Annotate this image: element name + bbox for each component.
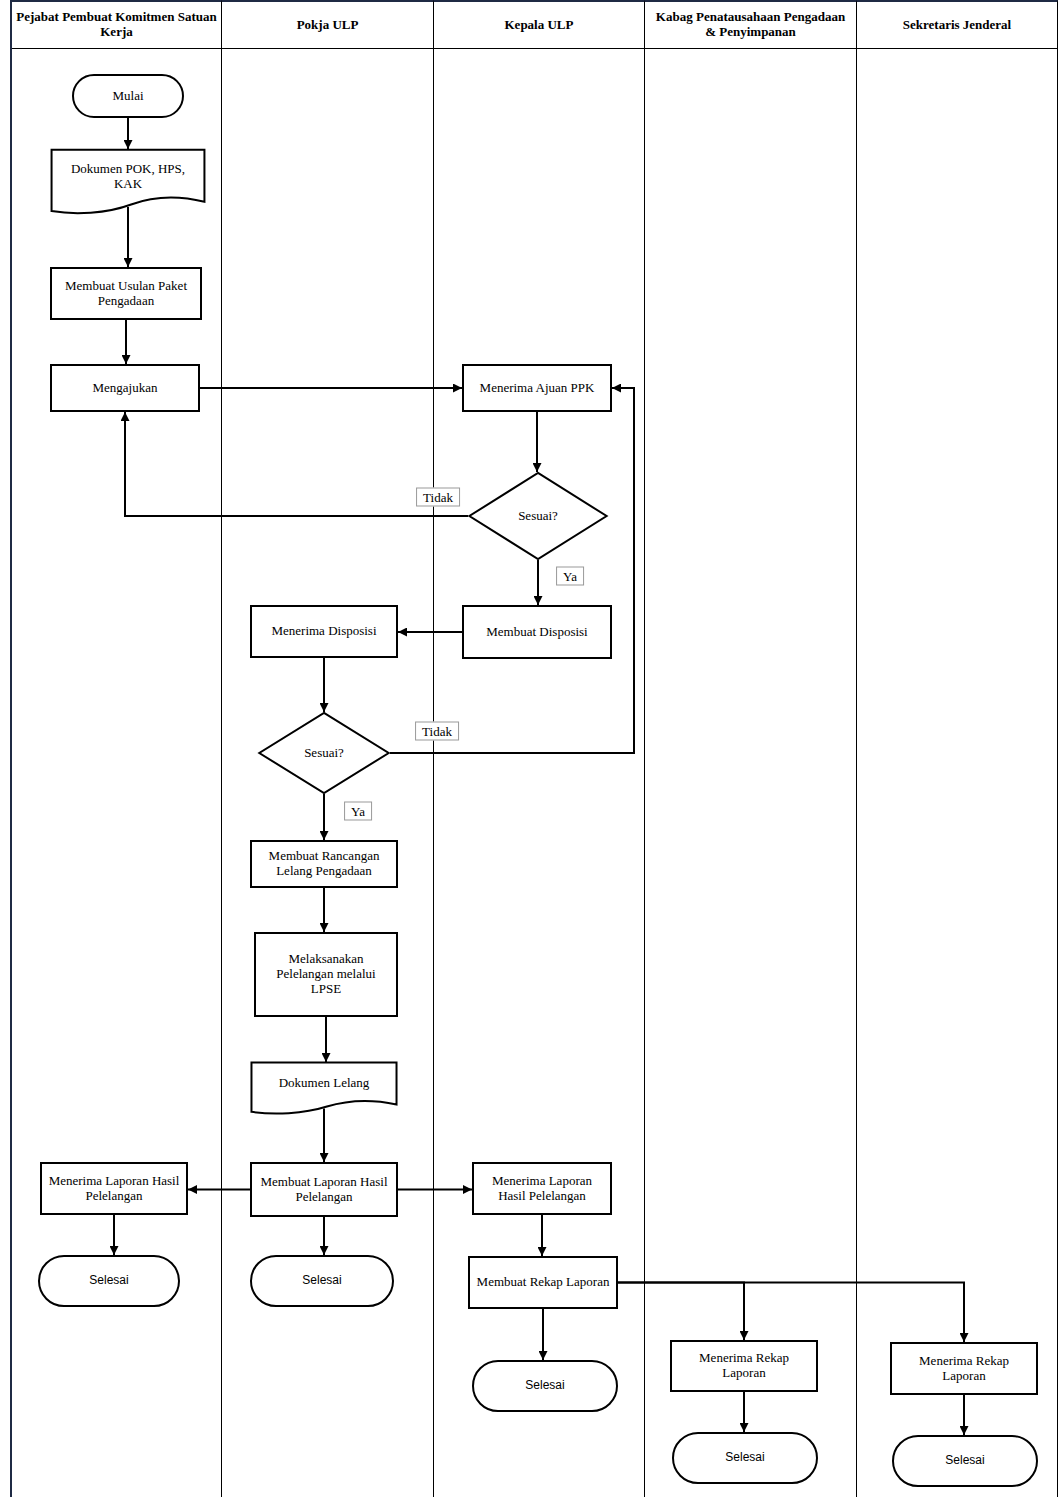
- edge-label: Tidak: [415, 722, 459, 741]
- flow-connector: [125, 412, 468, 516]
- node-text: Selesai: [725, 1451, 764, 1465]
- flow-connector: [390, 388, 634, 753]
- edge-label: Tidak: [416, 488, 460, 507]
- flow-connector: [125, 320, 127, 364]
- terminator: Selesai: [472, 1360, 618, 1412]
- flow-connector: [188, 1189, 250, 1191]
- node-text: Dokumen POK, HPS, KAK: [56, 162, 200, 192]
- document-path: [52, 150, 205, 213]
- edge-label: Ya: [344, 802, 372, 821]
- terminator: Selesai: [672, 1432, 818, 1484]
- node-text: Menerima Laporan Hasil Pelelangan: [48, 1174, 180, 1204]
- flow-connector: [398, 631, 462, 633]
- process-box: Membuat Rancangan Lelang Pengadaan: [250, 840, 398, 888]
- node-text: Mengajukan: [93, 381, 158, 396]
- flow-connector: [398, 1189, 472, 1191]
- node-text: Menerima Disposisi: [271, 624, 376, 639]
- decision-diamond: Sesuai?: [258, 712, 390, 794]
- document-path: [251, 1063, 396, 1114]
- process-box: Menerima Rekap Laporan: [670, 1340, 818, 1392]
- lane-title: Sekretaris Jenderal: [903, 18, 1011, 33]
- node-text: Selesai: [945, 1454, 984, 1468]
- process-box: Menerima Laporan Hasil Pelelangan: [472, 1162, 612, 1215]
- node-text: Menerima Ajuan PPK: [480, 381, 595, 396]
- flow-connector: [200, 387, 462, 389]
- terminator: Selesai: [892, 1435, 1038, 1487]
- flow-connector: [323, 794, 325, 840]
- swimlane: Kabag Penatausahaan Pengadaan & Penyimpa…: [645, 0, 857, 1497]
- swimlane: Kepala ULP Menerima Ajuan PPK Sesuai? Membu…: [434, 0, 645, 1497]
- node-text: Melaksanakan Pelelangan melalui LPSE: [262, 952, 390, 997]
- node-text: Dokumen Lelang: [279, 1076, 370, 1091]
- process-box: Melaksanakan Pelelangan melalui LPSE: [254, 932, 398, 1017]
- terminator: Selesai: [250, 1255, 394, 1307]
- node-text: Menerima Laporan Hasil Pelelangan: [480, 1174, 604, 1204]
- node-text: Sesuai?: [518, 509, 558, 524]
- node-text: Membuat Rancangan Lelang Pengadaan: [258, 849, 390, 879]
- flow-connector: [113, 1215, 115, 1255]
- process-box: Menerima Laporan Hasil Pelelangan: [40, 1162, 188, 1215]
- diamond-path: [259, 713, 388, 793]
- flow-connector: [542, 1309, 544, 1360]
- document-shape: Dokumen POK, HPS, KAK: [50, 149, 206, 215]
- lane-header: Pokja ULP: [222, 2, 433, 49]
- flow-connector: [323, 1109, 325, 1162]
- lane-header: Kepala ULP: [434, 2, 644, 49]
- flow-connector: [323, 658, 325, 712]
- process-box: Menerima Rekap Laporan: [890, 1342, 1038, 1395]
- flow-connector: [618, 1283, 964, 1343]
- lane-header: Sekretaris Jenderal: [857, 2, 1057, 49]
- flow-connector: [963, 1395, 965, 1435]
- swimlane: Pejabat Pembuat Komitmen Satuan KerjaMul…: [10, 0, 222, 1497]
- node-text: Selesai: [525, 1379, 564, 1393]
- flow-connector: [127, 207, 129, 267]
- flow-connector: [323, 1217, 325, 1255]
- document-shape: Dokumen Lelang: [250, 1062, 398, 1115]
- node-text: Selesai: [89, 1274, 128, 1288]
- flow-connector: [743, 1392, 745, 1432]
- lane-title: Kepala ULP: [505, 18, 574, 33]
- node-text: Membuat Usulan Paket Pengadaan: [58, 279, 194, 309]
- swimlane: Pokja ULP Menerima DisposisiSesuai? Membua…: [222, 0, 434, 1497]
- node-text: Menerima Rekap Laporan: [678, 1351, 810, 1381]
- node-text: Membuat Disposisi: [486, 625, 587, 640]
- swimlane: Sekretaris JenderalMenerima Rekap Lapora…: [857, 0, 1058, 1497]
- flow-connector: [537, 560, 539, 605]
- node-text: Sesuai?: [304, 746, 344, 761]
- edge-label: Ya: [556, 567, 584, 586]
- node-text: Selesai: [302, 1274, 341, 1288]
- lane-header: Kabag Penatausahaan Pengadaan & Penyimpa…: [645, 2, 856, 49]
- flow-connector: [127, 118, 129, 149]
- flow-connector: [323, 888, 325, 932]
- lane-title: Pejabat Pembuat Komitmen Satuan Kerja: [16, 10, 217, 40]
- node-text: Menerima Rekap Laporan: [898, 1354, 1030, 1384]
- process-box: Membuat Rekap Laporan: [468, 1256, 618, 1309]
- lane-title: Pokja ULP: [297, 18, 359, 33]
- node-text: Membuat Laporan Hasil Pelelangan: [258, 1175, 390, 1205]
- diamond-path: [469, 473, 606, 559]
- node-text: Membuat Rekap Laporan: [477, 1275, 610, 1290]
- decision-diamond: Sesuai?: [468, 472, 608, 560]
- flow-connector: [618, 1283, 744, 1341]
- process-box: Membuat Laporan Hasil Pelelangan: [250, 1162, 398, 1217]
- process-box: Menerima Ajuan PPK: [462, 364, 612, 412]
- connector-group: [114, 118, 964, 1435]
- flow-connector: [325, 1017, 327, 1062]
- lane-title: Kabag Penatausahaan Pengadaan & Penyimpa…: [649, 10, 852, 40]
- process-box: Menerima Disposisi: [250, 605, 398, 658]
- lane-header: Pejabat Pembuat Komitmen Satuan Kerja: [12, 2, 221, 49]
- terminator: Selesai: [38, 1255, 180, 1307]
- process-box: Membuat Disposisi: [462, 605, 612, 659]
- flow-connector: [541, 1215, 543, 1256]
- process-box: Membuat Usulan Paket Pengadaan: [50, 267, 202, 320]
- flow-connector: [536, 412, 538, 472]
- node-text: Mulai: [112, 89, 143, 104]
- terminator: Mulai: [72, 74, 184, 118]
- process-box: Mengajukan: [50, 364, 200, 412]
